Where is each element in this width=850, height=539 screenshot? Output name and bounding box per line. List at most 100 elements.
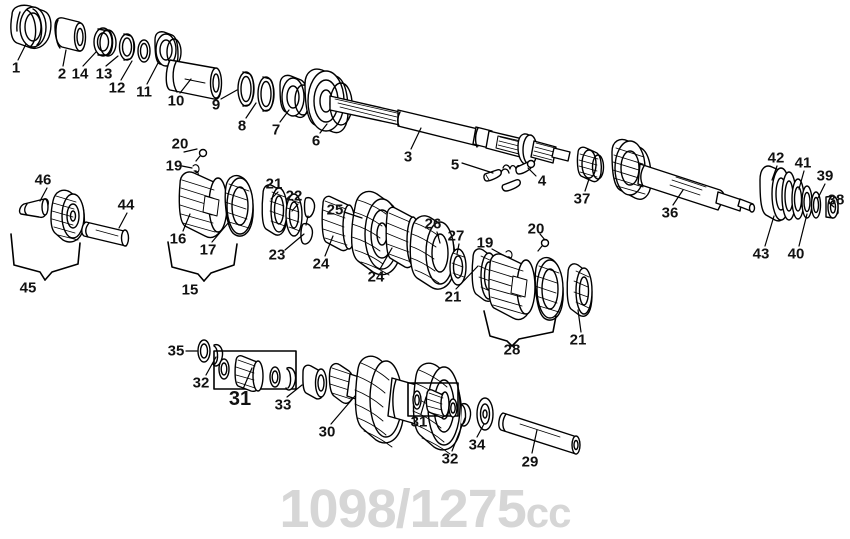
part-36-input-shaft <box>611 138 756 213</box>
callout-8: 8 <box>237 117 247 135</box>
callout-38: 38 <box>827 191 845 209</box>
watermark-unit: cc <box>525 489 572 536</box>
callout-21-a: 21 <box>265 175 283 193</box>
callout-31-a: 31 <box>228 388 252 410</box>
part-37-pinion <box>576 146 605 183</box>
callout-13: 13 <box>95 65 113 83</box>
part-32-a-circlip <box>212 343 224 367</box>
callout-15: 15 <box>181 281 199 299</box>
part-24-a-sleeve <box>321 195 356 252</box>
part-4-pin <box>515 159 536 175</box>
part-21-a-ring <box>261 184 288 236</box>
callout-22: 22 <box>285 187 303 205</box>
callout-45: 45 <box>19 279 37 297</box>
part-29-layshaft <box>498 412 581 455</box>
part-7-bearing <box>279 74 312 119</box>
callout-3: 3 <box>403 148 413 166</box>
callout-1: 1 <box>11 59 21 77</box>
part-40-washer <box>801 185 813 219</box>
leader-lines <box>17 43 835 454</box>
watermark: 1098/1275cc <box>0 478 850 539</box>
callout-10: 10 <box>167 92 185 110</box>
callout-21-c: 21 <box>569 331 587 349</box>
part-3-mainshaft <box>329 95 571 166</box>
part-2-sleeve <box>54 17 87 52</box>
callout-4: 4 <box>537 172 547 190</box>
callout-29: 29 <box>521 453 539 471</box>
part-31-b-content <box>412 389 458 419</box>
part-31-a-content <box>218 355 281 393</box>
part-9-circlip <box>237 71 255 107</box>
part-35-washer <box>197 339 211 363</box>
part-20-screw-left <box>195 148 208 162</box>
part-28-hub <box>488 253 536 321</box>
callout-26: 26 <box>424 215 442 233</box>
part-5-pin-b <box>501 179 521 192</box>
callout-42: 42 <box>767 149 785 167</box>
callout-37: 37 <box>573 190 591 208</box>
callout-27: 27 <box>447 227 465 245</box>
callout-30: 30 <box>318 423 336 441</box>
part-31-b-box <box>407 382 459 417</box>
callout-25: 25 <box>326 201 344 219</box>
callout-2: 2 <box>57 65 67 83</box>
part-44-shaft <box>81 221 130 247</box>
callout-28: 28 <box>503 341 521 359</box>
callout-33: 33 <box>274 396 292 414</box>
callout-46: 46 <box>34 171 52 189</box>
callout-24-a: 24 <box>312 255 330 273</box>
callout-32-b: 32 <box>441 450 459 468</box>
part-28-synchro-ring <box>534 256 564 321</box>
callout-12: 12 <box>108 79 126 97</box>
part-23-selector-fork <box>300 196 316 245</box>
watermark-displacement: 1098/1275 <box>279 479 527 539</box>
part-27-bush <box>449 248 467 286</box>
callout-31-b: 31 <box>410 413 428 431</box>
callout-35: 35 <box>167 342 185 360</box>
part-1-bush <box>10 4 52 50</box>
part-41-washer <box>791 178 805 220</box>
part-12-washer <box>137 39 151 63</box>
callout-11: 11 <box>136 83 152 101</box>
callout-7: 7 <box>271 121 281 139</box>
part-32-b-circlip <box>285 367 297 391</box>
callout-41: 41 <box>794 154 812 172</box>
part-46-gear <box>50 189 86 243</box>
part-21-c-ring <box>566 263 593 317</box>
bracket-28 <box>483 310 557 347</box>
callout-24-b: 24 <box>367 268 385 286</box>
callout-19-right: 19 <box>476 234 494 252</box>
callout-20-right: 20 <box>527 220 545 238</box>
callout-40: 40 <box>787 245 805 263</box>
callout-17: 17 <box>199 241 217 259</box>
callout-6: 6 <box>311 132 321 150</box>
callout-16: 16 <box>169 230 187 248</box>
part-33-bush <box>302 364 328 400</box>
part-16-hub <box>178 171 228 239</box>
callout-32-a: 32 <box>192 374 210 392</box>
callout-36: 36 <box>661 204 679 222</box>
part-32-c-circlip <box>460 403 472 427</box>
callout-34: 34 <box>468 436 486 454</box>
callout-20-top: 20 <box>171 135 189 153</box>
part-14-seal <box>93 27 117 57</box>
part-46-pin <box>18 198 49 219</box>
part-38-nut <box>825 195 839 219</box>
part-20-screw-right <box>537 238 550 252</box>
part-10-spacer-tube <box>165 59 223 100</box>
callout-43: 43 <box>752 245 770 263</box>
part-6-flanged-bearing <box>304 68 353 134</box>
bracket-45 <box>10 233 81 281</box>
callout-44: 44 <box>117 196 135 214</box>
callout-9: 9 <box>211 96 221 114</box>
part-8-circlip <box>257 76 275 112</box>
part-17-synchro-ring <box>224 174 254 237</box>
callout-23: 23 <box>268 246 286 264</box>
part-34-washer <box>476 397 494 431</box>
callout-21-b: 21 <box>444 288 462 306</box>
callout-19-left: 19 <box>165 157 183 175</box>
part-13-washer <box>118 33 136 61</box>
part-11-bearing <box>154 31 182 68</box>
